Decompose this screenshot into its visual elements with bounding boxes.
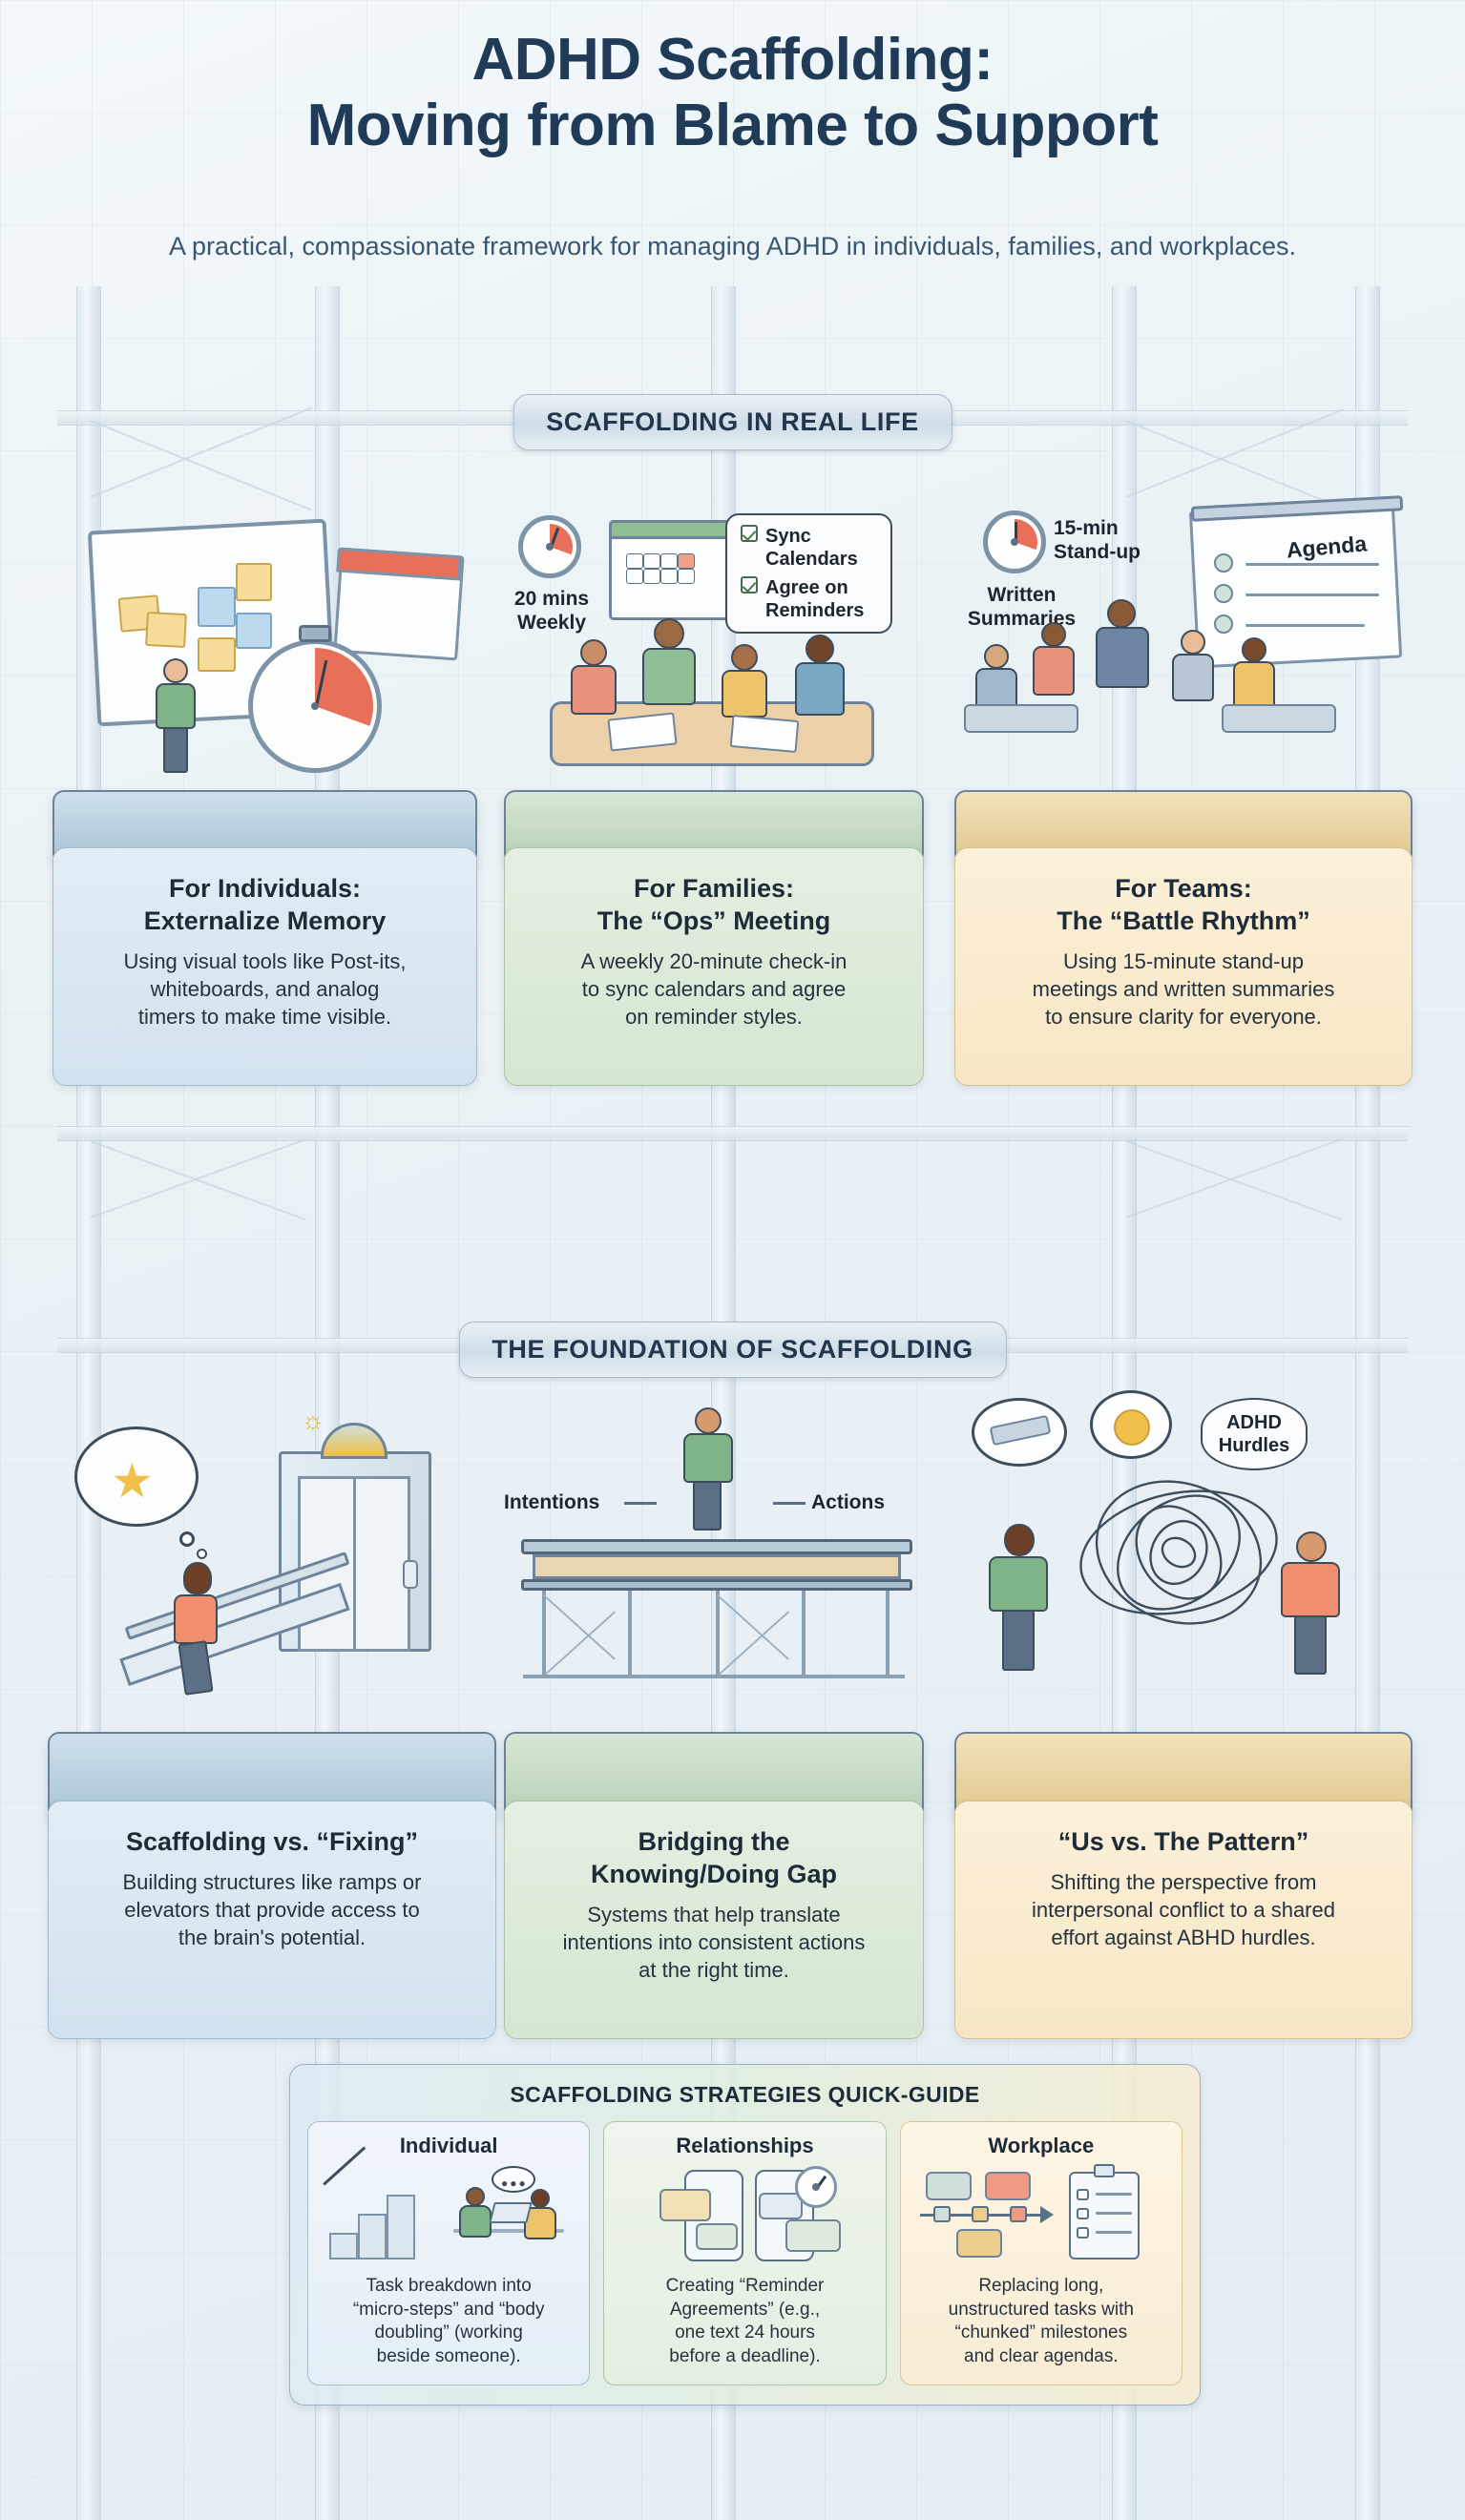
tangle-icon (1079, 1480, 1278, 1625)
card-title: For Individuals: Externalize Memory (143, 874, 387, 935)
illustration-label-15-min-standup: 15-min Stand-up (1054, 517, 1141, 563)
laptop-icon (489, 2202, 533, 2223)
elevator-indicator (321, 1423, 387, 1459)
card-body: Systems that help translate intentions i… (562, 1902, 866, 1982)
dot-icon (1114, 1409, 1150, 1446)
illustration-label-intentions: Intentions (504, 1491, 600, 1513)
sticky-note-icon (198, 587, 236, 627)
card-for-families[interactable]: For Families: The “Ops” Meeting A weekly… (504, 847, 924, 1086)
illustration-team-standup: 15-min Stand-up Written Summaries Agenda (954, 495, 1413, 802)
card-body: Building structures like ramps or elevat… (122, 1869, 422, 1949)
message-bubble-icon (984, 2172, 1031, 2200)
desk-icon (453, 2229, 564, 2233)
paper-icon (607, 712, 678, 752)
calendar-icon (609, 520, 738, 539)
milestone-icon (971, 2206, 989, 2222)
clipboard-icon (1068, 2172, 1140, 2260)
illustration-whiteboard-timer (52, 496, 477, 802)
card-knowing-doing-gap[interactable]: Bridging the Knowing/Doing Gap Systems t… (504, 1801, 924, 2039)
quick-guide-column-individual[interactable]: Individual (307, 2121, 591, 2385)
message-bubble-icon (696, 2223, 739, 2250)
card-scaffolding-vs-fixing[interactable]: Scaffolding vs. “Fixing” Building struct… (48, 1801, 496, 2039)
checkbox-icon (741, 576, 758, 594)
sticky-note-icon (236, 613, 272, 649)
chair-icon (1222, 704, 1336, 733)
sticky-note-icon (198, 637, 236, 672)
page-title: ADHD Scaffolding: Moving from Blame to S… (0, 27, 1465, 159)
illustration-label-actions: Actions (811, 1491, 886, 1513)
quick-guide-column-body: Task breakdown into “micro-steps” and “b… (352, 2276, 545, 2367)
arrow-head-icon (1039, 2206, 1054, 2223)
illustration-label-20-mins-weekly: 20 mins Weekly (513, 588, 590, 634)
card-title: Bridging the Knowing/Doing Gap (591, 1827, 837, 1888)
message-bubble-icon (785, 2219, 842, 2252)
quick-guide-panel: SCAFFOLDING STRATEGIES QUICK-GUIDE Indiv… (289, 2064, 1201, 2405)
checklist-item-agree-on-reminders: Agree on Reminders (765, 577, 865, 621)
checkbox-icon (741, 525, 758, 542)
speech-bubble (492, 2166, 535, 2193)
chair-icon (964, 704, 1078, 733)
card-body: A weekly 20-minute check-in to sync cale… (580, 948, 848, 1029)
quick-guide-column-label: Relationships (676, 2134, 814, 2157)
illustration-ramp-elevator: ★ ☼ (48, 1388, 496, 1770)
milestone-icon (1009, 2206, 1027, 2222)
bridge-deck (521, 1539, 912, 1554)
quick-guide-art-phones-reminders (616, 2164, 873, 2267)
milestone-icon (932, 2206, 951, 2222)
card-body: Shifting the perspective from interperso… (1032, 1869, 1335, 1949)
paper-icon (729, 715, 800, 753)
card-body: Using visual tools like Post-its, whiteb… (123, 948, 407, 1029)
clock-icon (795, 2166, 838, 2208)
checklist-item-sync-calendars: Sync Calendars (765, 526, 858, 570)
quick-guide-column-relationships[interactable]: Relationships Creating “Reminder Agreeme… (603, 2121, 887, 2385)
sticky-note-icon (236, 563, 272, 601)
clock-icon (983, 510, 1046, 573)
quick-guide-column-label: Workplace (988, 2134, 1095, 2157)
quick-guide-column-workplace[interactable]: Workplace (899, 2121, 1182, 2385)
card-for-individuals[interactable]: For Individuals: Externalize Memory Usin… (52, 847, 477, 1086)
message-bubble-icon (659, 2189, 712, 2221)
illustration-label-adhd-hurdles: ADHD Hurdles (1218, 1412, 1290, 1456)
speech-bubble-adhd-hurdles: ADHD Hurdles (1201, 1398, 1308, 1470)
card-title: “Us vs. The Pattern” (1057, 1827, 1309, 1856)
quick-guide-art-stairs-bodydoubling: ●●● (320, 2146, 577, 2267)
card-for-teams[interactable]: For Teams: The “Battle Rhythm” Using 15-… (954, 847, 1413, 1086)
page-subtitle: A practical, compassionate framework for… (168, 232, 1297, 260)
card-body: Using 15-minute stand-up meetings and wr… (1032, 948, 1335, 1029)
checklist-callout: Sync Calendars Agree on Reminders (725, 513, 892, 634)
quick-guide-column-label: Individual (399, 2134, 498, 2157)
illustration-label-written-summaries: Written Summaries (967, 584, 1077, 630)
section-banner-foundation: THE FOUNDATION OF SCAFFOLDING (458, 1322, 1007, 1378)
clock-icon (518, 515, 581, 578)
illustration-family-ops-meeting: 20 mins Weekly Sync Calendars Agree on (504, 496, 924, 802)
card-title: For Families: The “Ops” Meeting (596, 874, 831, 935)
message-bubble-icon (955, 2229, 1002, 2258)
message-bubble-icon (925, 2172, 972, 2200)
quick-guide-title: SCAFFOLDING STRATEGIES QUICK-GUIDE (510, 2082, 980, 2107)
message-bubble-icon (759, 2193, 804, 2219)
section-banner-real-life: SCAFFOLDING IN REAL LIFE (513, 394, 952, 450)
quick-guide-column-body: Creating “Reminder Agreements” (e.g., on… (665, 2276, 825, 2367)
card-title: For Teams: The “Battle Rhythm” (1057, 874, 1310, 935)
card-us-vs-the-pattern[interactable]: “Us vs. The Pattern” Shifting the perspe… (954, 1801, 1413, 2039)
card-title: Scaffolding vs. “Fixing” (125, 1827, 419, 1856)
star-icon: ★ (111, 1454, 154, 1508)
illustration-bridge: Intentions Actions (504, 1388, 924, 1770)
quick-guide-column-body: Replacing long, unstructured tasks with … (948, 2276, 1134, 2367)
sticky-note-icon (145, 611, 187, 649)
illustration-tangle: ADHD Hurdles (954, 1388, 1413, 1770)
analog-timer-icon (248, 639, 382, 773)
sparkle-icon: ☼ (301, 1406, 325, 1435)
thought-bubble (74, 1427, 199, 1527)
quick-guide-art-milestones-agenda (912, 2164, 1170, 2267)
page-title-line-2: Moving from Blame to Support (306, 93, 1159, 159)
elevator-button-panel[interactable] (403, 1560, 418, 1589)
page-title-line-1: ADHD Scaffolding: (471, 27, 994, 93)
